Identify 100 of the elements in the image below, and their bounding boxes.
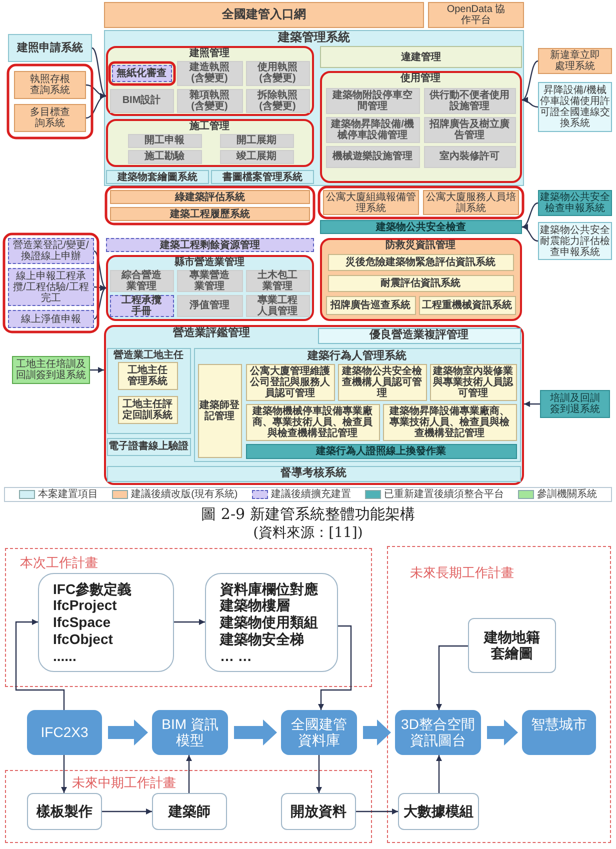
box-label: 建築師 [168,804,210,820]
legend-label: 建議後續擴充建置 [270,489,351,500]
system-box [540,390,610,418]
subsystem-panel [194,348,520,462]
function-box [220,134,294,148]
legend-label: 本案建置項目 [38,489,98,500]
connector-arrow [15,619,65,710]
box-label: 督導考核系統 [280,467,346,480]
box-label: 工地主任培訓及回訓簽到退系統 [15,359,87,381]
system-bar [110,190,310,204]
box-label: 工地主任評定回訓系統 [121,398,174,420]
box-label: 全國建管入口網 [222,8,306,22]
block-arrow [363,720,391,746]
box-label: 新違章立即處理系統 [549,50,601,72]
box-label: 建築物室內裝修業與專業技術人員認可管理 [432,366,514,398]
panel-heading: 施工管理 [190,121,230,132]
box-label: OpenData 協作平台 [446,4,506,26]
box-label: 營造業登記/變更/換證線上申辦 [12,240,90,262]
panel-heading: 縣市營造業管理 [174,257,244,268]
module-panel [106,255,314,321]
box-label: 培訓及回訓簽到退系統 [549,393,601,415]
box-label: 專業營造業管理 [188,270,230,292]
module-panel [106,46,314,116]
block-arrow [108,720,148,746]
box-label: 執照存根查詢系統 [29,74,71,96]
system-bar [106,170,209,184]
plan-frame [387,546,611,843]
block-arrow [487,720,518,746]
list-line: ...... [53,648,76,664]
connector-arrow [522,202,538,228]
box-label: 土木包工業管理 [256,270,298,292]
function-box [176,88,242,112]
system-bar [106,238,314,252]
list-line: 建築物安全梯 [220,630,304,648]
legend-label: 建議後續改版(現有系統) [131,489,238,500]
box-label: BIM 資訊模型 [160,717,220,748]
function-box [128,150,202,164]
connector-arrow [356,808,398,814]
connector-arrow [522,60,538,101]
list-line: 建築物使用類組 [220,614,318,631]
function-box [424,146,516,168]
portal-banner [104,2,424,28]
box-label: BIM設計 [122,95,161,106]
connector-arrow [436,755,442,793]
box-label: 建築物公共安全檢查機構人員認可管理 [340,366,423,398]
box-label: 開工展期 [236,135,276,146]
box-label: 書圖檔案管理系統 [222,172,302,182]
function-box [246,294,310,316]
function-box [110,270,174,292]
box-label: 優良營造業複評管理 [370,329,468,342]
list-line: IFC參數定義 [53,580,132,598]
box-label: 無紙化審查 [116,68,166,78]
function-box [326,296,416,314]
process-box [281,710,357,755]
box-label: 建築物公共安全耐震能力評估檢查申報系統 [540,224,610,258]
process-box [27,710,102,755]
function-box [328,274,514,292]
plan-frame [5,548,372,687]
box-label: 專業工程人員管理 [256,294,298,316]
list-line: IfcProject [53,597,117,614]
process-box [398,793,479,830]
connector-arrow [522,97,538,108]
box-label: 竣工展期 [236,151,276,162]
function-box [424,88,516,114]
module-panel [320,238,522,321]
system-bar [318,328,520,344]
plan-frame [5,770,372,843]
connector-arrow [61,755,67,793]
connector-arrow [92,47,106,97]
function-box [176,270,242,292]
function-box [118,396,178,424]
function-box [112,64,172,82]
function-box [326,146,420,168]
box-label: 公寓大廈管理維護公司登記與服務人員認可管理 [248,366,331,398]
box-label: 公寓大廈服務人員培訓系統 [426,192,516,214]
panel-heading: 營造業評鑑管理 [173,327,250,340]
process-box [152,793,227,830]
box-label: 建照申請系統 [17,42,83,54]
box-label: 機械遊樂設施管理 [332,151,412,162]
system-bar [320,46,522,68]
connector-arrow [436,645,468,710]
legend-label: 參訓機關系統 [536,489,597,500]
connector-arrow [524,401,540,407]
box-label: 建築工程履歷系統 [170,208,250,220]
process-box [395,710,481,755]
box-label: 開工申報 [144,135,184,146]
box-label: 昇降設備/機械停車設備使用許可證全國連線交換系統 [540,85,610,129]
panel-heading: 建照管理 [190,48,230,60]
box-label: 雜項執照(含變更) [188,90,230,112]
box-label: 建築師登記管理 [198,400,240,422]
platform-box [428,2,524,28]
function-box [328,254,514,270]
process-box [281,793,356,830]
connector-arrow [90,367,104,373]
system-bar [106,466,520,482]
box-label: 綜合營造業管理 [120,270,162,292]
function-box [424,116,516,142]
connector-arrow [86,94,106,119]
list-line: IfcObject [53,630,113,648]
function-box [246,270,310,292]
